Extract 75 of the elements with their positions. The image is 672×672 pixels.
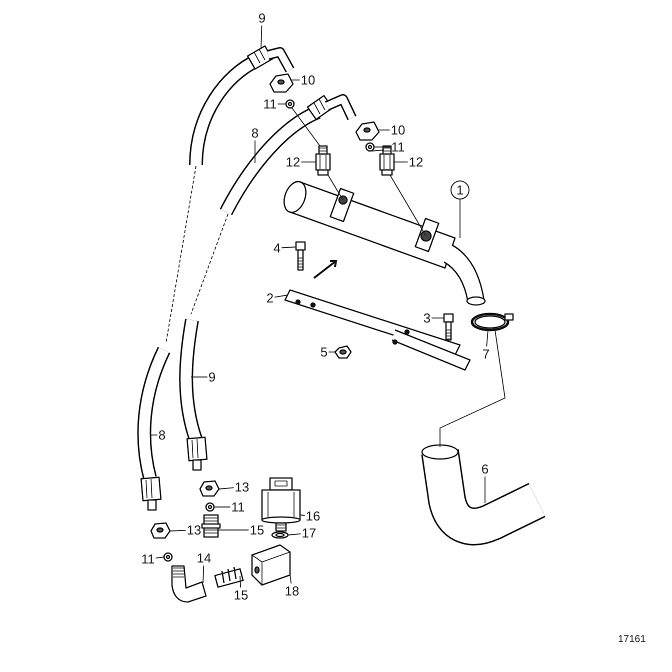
leader-line	[484, 476, 486, 504]
leader-line	[390, 174, 426, 236]
callout-number: 11	[390, 140, 406, 154]
bolt	[295, 241, 306, 271]
leader-line	[440, 330, 506, 448]
callout-number: 12	[284, 154, 302, 170]
leader-line	[290, 574, 292, 584]
callout-number: 16	[304, 508, 322, 524]
hex-nut	[334, 345, 352, 359]
leader-line	[150, 434, 158, 436]
washer	[365, 142, 375, 152]
leader-line	[486, 330, 488, 347]
hex-nut	[199, 480, 220, 497]
callout-number: 10	[390, 122, 406, 138]
elbow-fitting	[171, 565, 207, 603]
leader-line	[155, 556, 164, 558]
sealing-washer	[271, 531, 289, 539]
callout-number: 7	[481, 346, 491, 362]
washer	[163, 552, 173, 562]
callout-number: 12	[408, 154, 424, 170]
callout-number: 15	[248, 522, 266, 538]
callout-number: 18	[284, 584, 300, 598]
leader-line	[328, 174, 344, 200]
callout-number: 11	[230, 500, 246, 514]
hose-clamp	[470, 312, 514, 332]
leader-line	[374, 146, 391, 148]
leader-line	[260, 25, 262, 50]
leader-line	[372, 150, 384, 152]
threaded-fitting	[201, 514, 221, 538]
callout-number: 8	[250, 126, 260, 140]
mounting-bracket	[284, 289, 471, 371]
callout-number: 13	[234, 480, 250, 494]
callout-number: 10	[300, 72, 316, 88]
hose	[220, 94, 357, 216]
callout-number: 11	[140, 552, 156, 566]
leader-line	[288, 533, 302, 536]
callout-number: 6	[480, 462, 490, 476]
leader-line	[300, 514, 306, 516]
leader-line	[274, 294, 288, 298]
bolt	[443, 313, 454, 341]
hose	[421, 444, 546, 546]
leader-line	[202, 565, 204, 584]
circled-callout-number: 1	[450, 180, 470, 200]
leader-line	[292, 108, 320, 146]
hose	[137, 347, 170, 511]
callout-number: 9	[207, 370, 217, 384]
callout-number: 13	[186, 522, 202, 538]
hex-nut	[150, 522, 171, 539]
callout-number: 2	[265, 290, 275, 306]
callout-number: 8	[157, 428, 167, 442]
leader-line	[254, 140, 256, 164]
leader-line	[281, 246, 296, 248]
callout-number: 14	[196, 550, 212, 566]
washer	[205, 502, 215, 512]
hex-nut	[355, 121, 380, 141]
threaded-fitting	[214, 566, 244, 588]
callout-number: 3	[422, 310, 432, 326]
callout-number: 17	[300, 526, 318, 540]
dashed-line	[190, 214, 228, 314]
drawing-number: 17161	[618, 634, 646, 645]
hose	[179, 318, 208, 471]
leader-line	[240, 576, 242, 588]
dashed-line	[166, 166, 196, 344]
callout-number: 4	[272, 240, 282, 256]
callout-number: 15	[232, 588, 250, 602]
leader-line	[218, 487, 234, 490]
leader-line	[170, 530, 186, 532]
threaded-fitting	[315, 145, 331, 176]
hex-nut	[269, 73, 294, 93]
junction-block	[251, 544, 291, 586]
callout-number: 9	[257, 10, 267, 26]
leader-line	[190, 376, 208, 378]
leader-line	[214, 506, 231, 508]
callout-number: 5	[319, 344, 329, 360]
callout-number: 11	[262, 96, 278, 112]
